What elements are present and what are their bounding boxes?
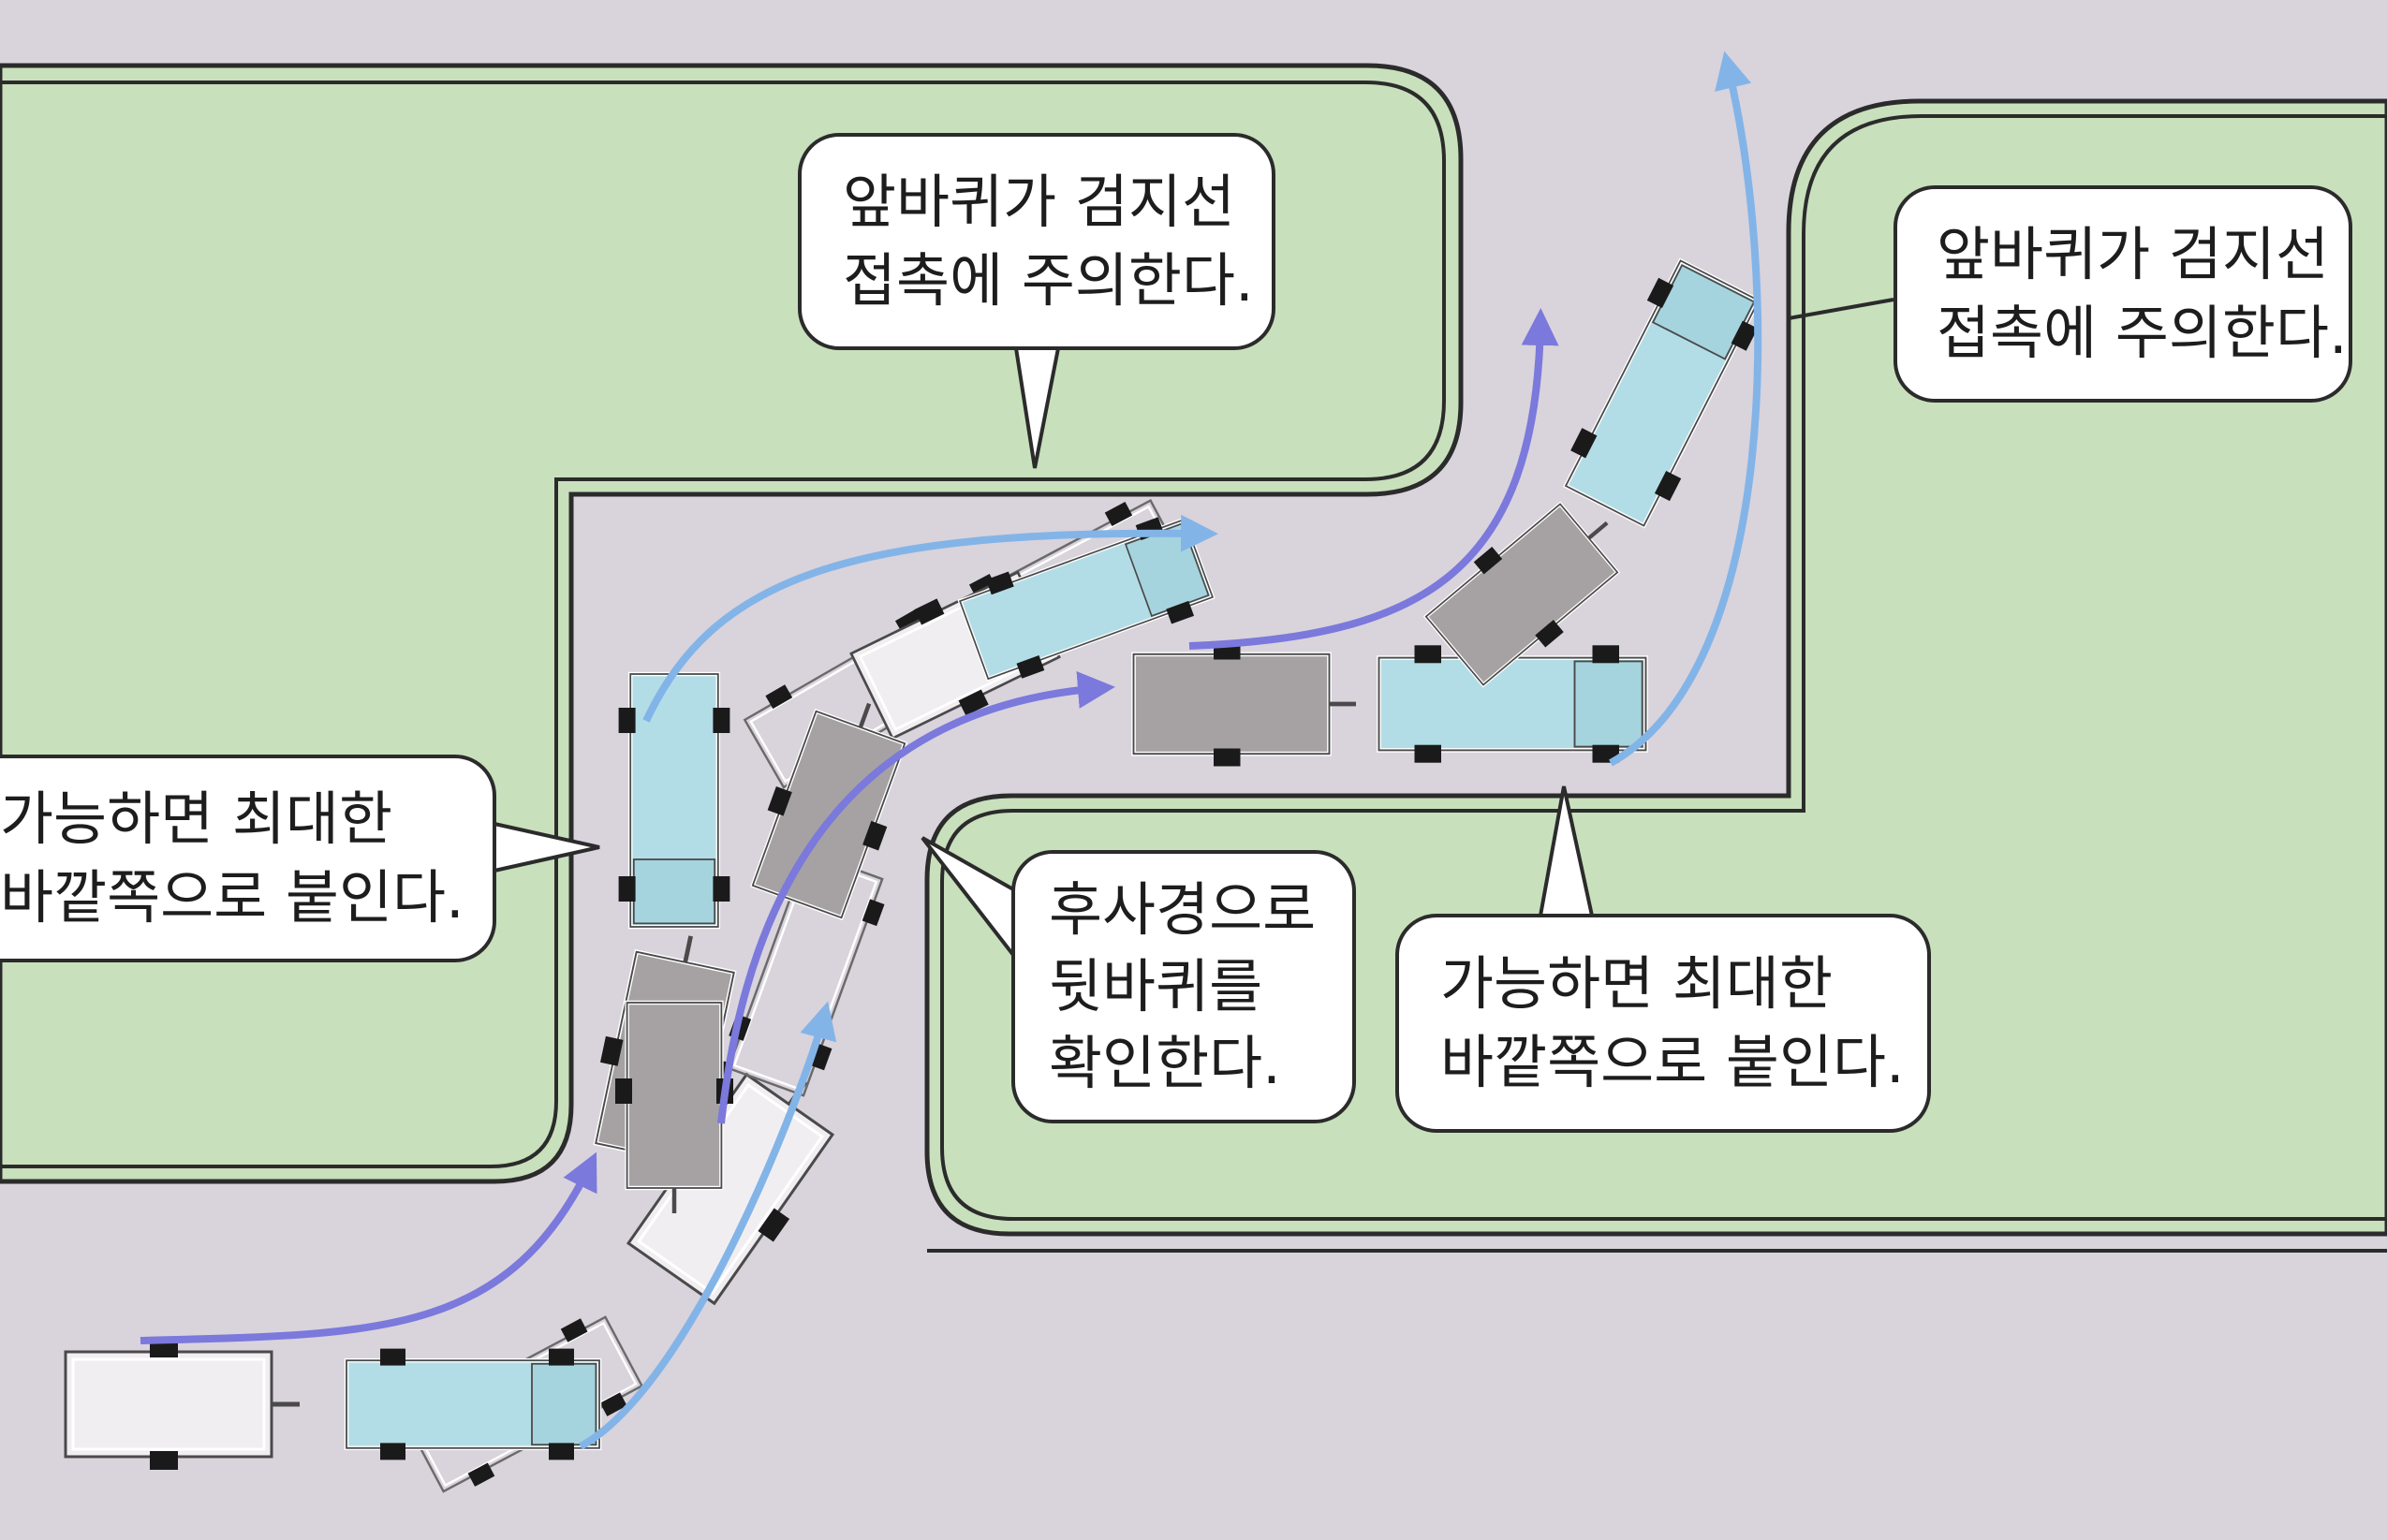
callout-pointer (1788, 298, 1894, 320)
callout-line: 가능하면 최대한 (1440, 949, 1833, 1018)
arrow-icon (717, 670, 1115, 1124)
callout-line: 바깥쪽으로 붙인다. (1440, 1028, 1905, 1096)
callout-line: 앞바퀴가 검지선 (1937, 220, 2329, 288)
callout-pointer (921, 836, 1015, 957)
arrow-icon (1609, 51, 1762, 767)
callout-line: 접촉에 주의한다. (843, 246, 1254, 315)
callout-pointer (1539, 785, 1594, 917)
callout-check-rear-wheel: 후사경으로 뒷바퀴를 확인한다. (1011, 850, 1356, 1123)
arrow-icon (140, 1151, 597, 1344)
grass-upper-left-inner-curb (0, 81, 1446, 1168)
callout-front-wheel-warning: 앞바퀴가 검지선 접촉에 주의한다. (798, 133, 1275, 350)
arrow-icon (642, 514, 1218, 723)
callout-line: 접촉에 주의한다. (1937, 299, 2348, 367)
arrow-icon (579, 1001, 837, 1450)
callout-front-wheel-warning: 앞바퀴가 검지선 접촉에 주의한다. (1893, 185, 2352, 403)
callout-line: 뒷바퀴를 (1049, 952, 1263, 1020)
callout-line: 후사경으로 (1049, 875, 1317, 944)
callout-line: 가능하면 최대한 (0, 785, 392, 853)
callout-line: 확인한다. (1049, 1029, 1281, 1097)
callout-pointer (1014, 347, 1060, 469)
arrow-icon (1188, 308, 1559, 650)
callout-keep-outside: 가능하면 최대한 바깥쪽으로 붙인다. (0, 755, 496, 962)
callout-line: 앞바퀴가 검지선 (843, 168, 1235, 236)
callout-line: 바깥쪽으로 붙인다. (0, 863, 464, 931)
callout-pointer (494, 822, 600, 873)
grass-right-inner-curb (940, 114, 2387, 1221)
callout-keep-outside: 가능하면 최대한 바깥쪽으로 붙인다. (1395, 914, 1931, 1133)
